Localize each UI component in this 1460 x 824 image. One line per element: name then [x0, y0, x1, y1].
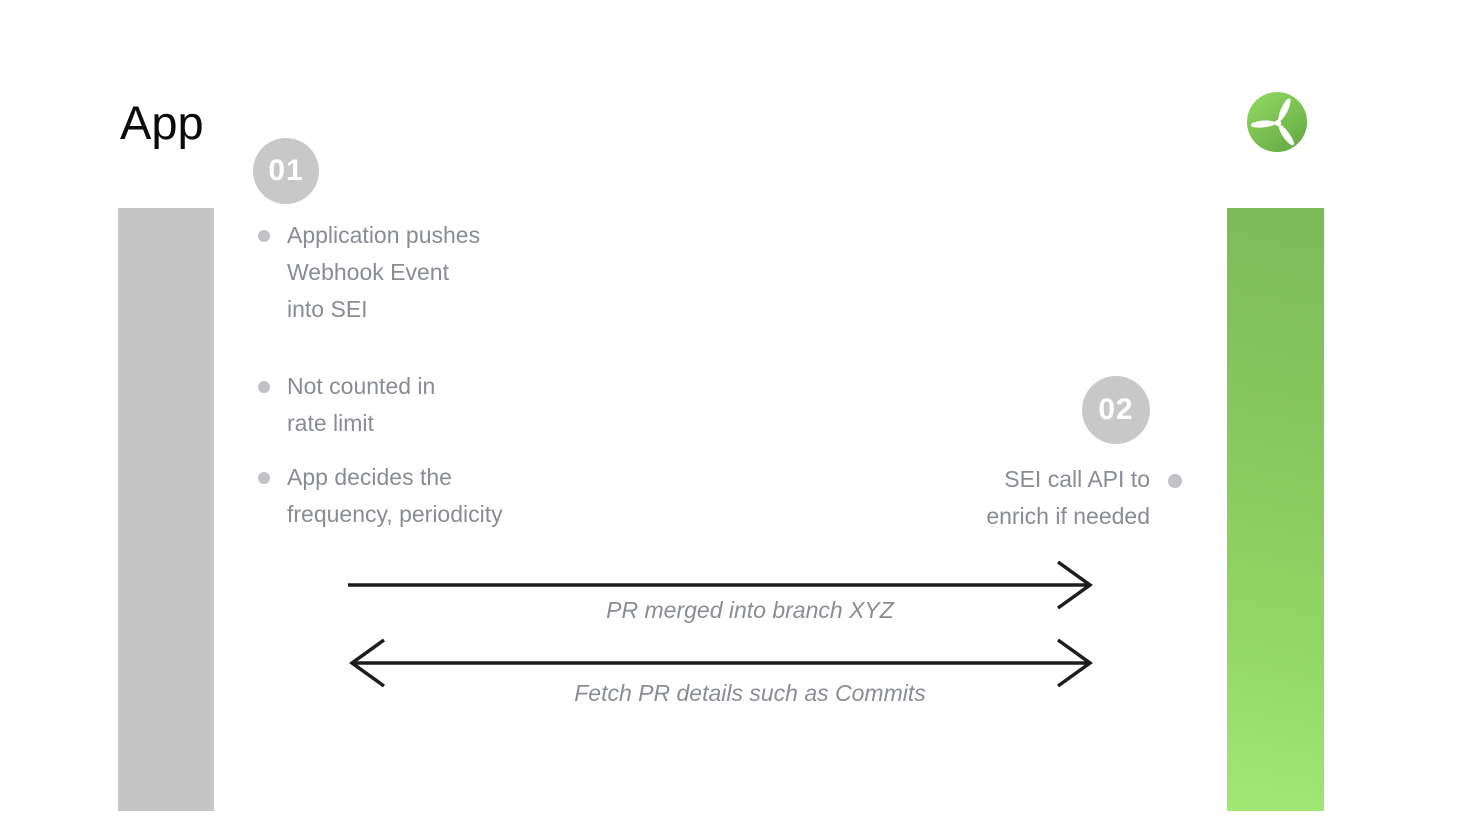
- page-title: App: [120, 96, 204, 149]
- arrow-right-icon: [348, 560, 1093, 610]
- list-item: Not counted in rate limit: [258, 368, 618, 442]
- bullet-text: Not counted in rate limit: [287, 373, 436, 436]
- step-badge-02: 02: [1082, 376, 1150, 444]
- propeller-logo-icon: [1246, 91, 1308, 153]
- arrow-label: Fetch PR details such as Commits: [574, 680, 926, 706]
- bullet-text: Application pushes Webhook Event into SE…: [287, 222, 481, 322]
- right-green-bar: [1227, 208, 1324, 811]
- left-gray-bar: [118, 208, 214, 811]
- bullet-dot-icon: [258, 472, 270, 484]
- arrow-double-icon: [349, 638, 1093, 688]
- arrow-label: PR merged into branch XYZ: [606, 597, 894, 623]
- step-badge-01: 01: [253, 138, 319, 204]
- bullet-dot-icon: [258, 381, 270, 393]
- step2-note: SEI call API to enrich if needed: [986, 466, 1150, 529]
- bullet-text: App decides the frequency, periodicity: [287, 464, 503, 527]
- list-item: Application pushes Webhook Event into SE…: [258, 217, 618, 328]
- bullet-dot-icon: [1168, 474, 1182, 488]
- list-item: App decides the frequency, periodicity: [258, 459, 618, 533]
- step1-bullet-list: Application pushes Webhook Event into SE…: [258, 217, 618, 533]
- bullet-dot-icon: [258, 230, 270, 242]
